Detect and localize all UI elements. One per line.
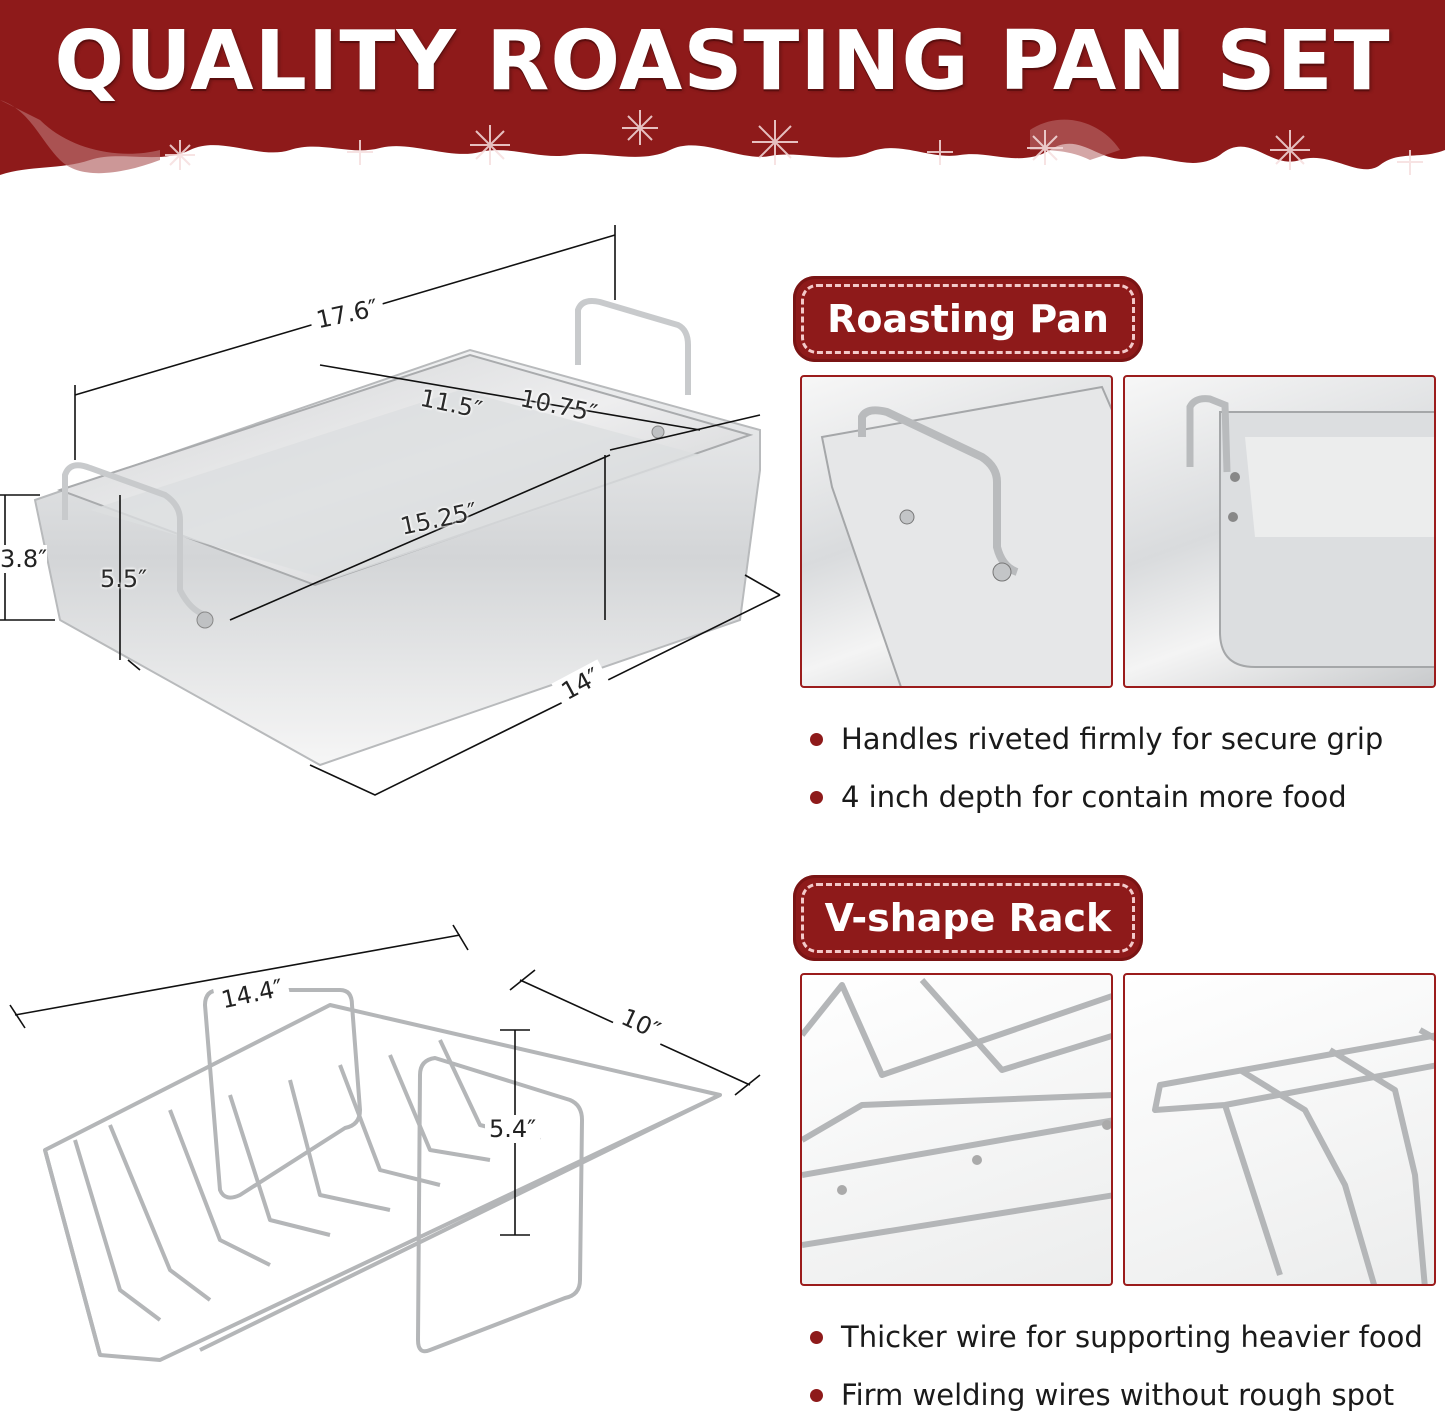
feature-item: Firm welding wires without rough spot — [810, 1366, 1423, 1416]
pan-handle-illustration — [820, 385, 1111, 686]
roasting-pan-tag-label: Roasting Pan — [827, 297, 1109, 341]
v-shape-rack-features: Thicker wire for supporting heavier food… — [810, 1308, 1423, 1416]
roasting-pan-diagram: 17.6″ 11.5″ 10.75″ 15.25″ 3.8″ 5.5″ 14″ — [0, 220, 790, 820]
feature-text: Firm welding wires without rough spot — [841, 1378, 1395, 1412]
v-shape-rack-illustration — [9, 924, 761, 1362]
rack-wire-closeup-photo — [800, 973, 1113, 1286]
feature-item: Thicker wire for supporting heavier food — [810, 1308, 1423, 1366]
feature-text: Thicker wire for supporting heavier food — [841, 1320, 1423, 1354]
rack-wire-illustration — [802, 978, 1111, 1248]
feature-text: Handles riveted firmly for secure grip — [841, 722, 1384, 756]
feature-text: 4 inch depth for contain more food — [841, 780, 1347, 814]
bullet-dot-icon — [810, 1388, 823, 1402]
dim-handle-height: 5.5″ — [100, 565, 148, 593]
rack-frame-illustration — [1152, 1027, 1434, 1284]
bullet-dot-icon — [810, 790, 823, 804]
banner-background — [0, 0, 1445, 175]
roasting-pan-features: Handles riveted firmly for secure grip 4… — [810, 710, 1383, 826]
bullet-dot-icon — [810, 1330, 823, 1344]
v-shape-rack-tag: V-shape Rack — [793, 875, 1143, 961]
rack-frame-closeup-photo — [1123, 973, 1436, 1286]
roasting-pan-illustration — [0, 225, 781, 796]
pan-handle-closeup-photo — [800, 375, 1113, 688]
feature-item: Handles riveted firmly for secure grip — [810, 710, 1383, 768]
banner-title: QUALITY ROASTING PAN SET — [54, 14, 1391, 109]
dim-depth: 3.8″ — [0, 545, 48, 573]
v-shape-rack-tag-label: V-shape Rack — [824, 896, 1112, 940]
v-shape-rack-diagram: 14.4″ 10″ 5.4″ — [0, 910, 790, 1380]
snowflake-icon — [165, 110, 1423, 175]
dim-rack-height: 5.4″ — [485, 1115, 541, 1143]
feature-item: 4 inch depth for contain more food — [810, 768, 1383, 826]
pan-corner-closeup-photo — [1123, 375, 1436, 688]
title-banner: QUALITY ROASTING PAN SET — [0, 0, 1445, 190]
pan-corner-illustration — [1186, 395, 1434, 668]
bullet-dot-icon — [810, 732, 823, 746]
roasting-pan-tag: Roasting Pan — [793, 276, 1143, 362]
